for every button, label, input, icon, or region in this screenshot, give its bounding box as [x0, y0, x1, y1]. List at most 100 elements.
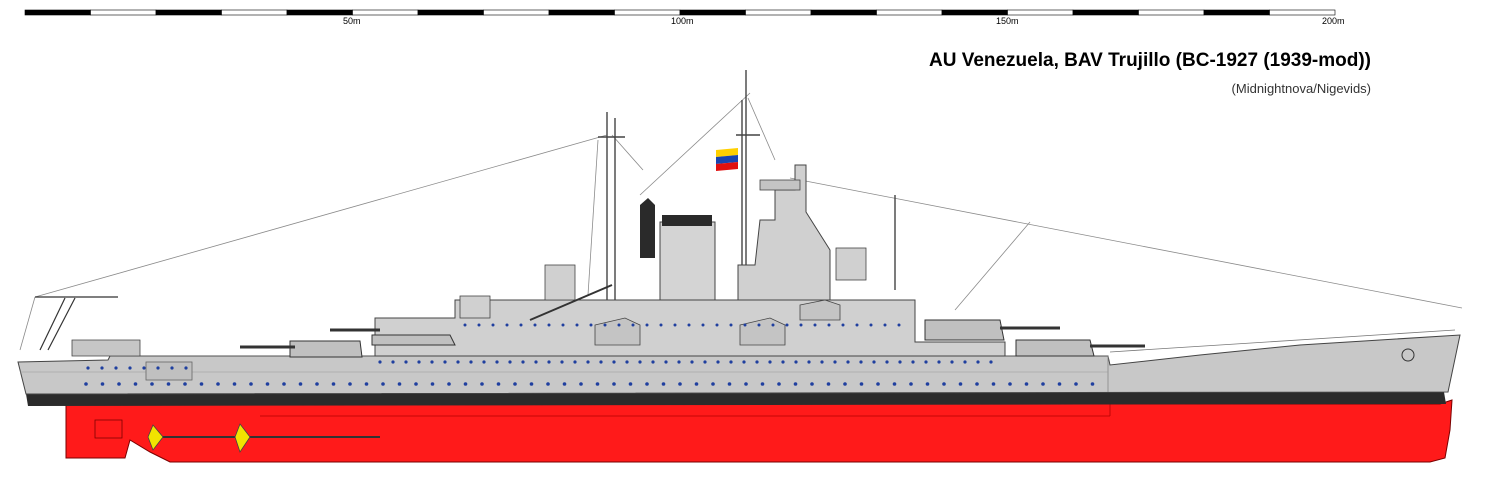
porthole [716, 360, 720, 364]
porthole [183, 382, 187, 386]
hawse-pipe [1401, 348, 1415, 362]
porthole [843, 382, 847, 386]
porthole [771, 323, 775, 327]
porthole [562, 382, 567, 386]
porthole [924, 360, 928, 364]
porthole [859, 382, 864, 386]
porthole [677, 360, 681, 364]
porthole [586, 360, 590, 364]
porthole [976, 360, 980, 364]
porthole [508, 360, 512, 364]
funnel [659, 221, 716, 301]
porthole [1008, 382, 1012, 386]
porthole [701, 323, 705, 327]
porthole [84, 382, 88, 386]
porthole [589, 323, 593, 327]
porthole [781, 360, 785, 364]
porthole [1024, 382, 1029, 386]
main-turret-forward-upper [924, 319, 1060, 341]
porthole [469, 360, 473, 364]
porthole [628, 382, 633, 386]
porthole [827, 323, 831, 327]
porthole [480, 382, 484, 386]
porthole [133, 382, 138, 386]
porthole [645, 323, 649, 327]
porthole [417, 360, 421, 364]
porthole [876, 382, 880, 386]
porthole [142, 366, 146, 370]
porthole [846, 360, 850, 364]
superstructure-base [374, 299, 1006, 357]
porthole [833, 360, 837, 364]
porthole [975, 382, 979, 386]
aircraft-catapult [529, 284, 613, 321]
porthole [855, 323, 859, 327]
porthole [561, 323, 565, 327]
porthole [958, 382, 963, 386]
porthole [573, 360, 577, 364]
porthole [595, 382, 600, 386]
masts [598, 70, 896, 300]
porthole [533, 323, 537, 327]
porthole [690, 360, 694, 364]
porthole [156, 366, 160, 370]
porthole [603, 323, 607, 327]
porthole [799, 323, 803, 327]
porthole [404, 360, 408, 364]
main-turret-aft-lower [240, 340, 363, 358]
porthole [760, 382, 765, 386]
porthole [560, 360, 564, 364]
scale-label-200m: 200m [1322, 16, 1345, 26]
porthole [687, 323, 691, 327]
porthole [199, 382, 204, 386]
porthole [898, 360, 902, 364]
porthole [807, 360, 811, 364]
porthole [331, 382, 336, 386]
porthole [661, 382, 666, 386]
porthole [430, 360, 434, 364]
porthole [892, 382, 897, 386]
porthole [100, 366, 104, 370]
porthole [534, 360, 538, 364]
antifouling-hull [65, 399, 1453, 463]
porthole [989, 360, 993, 364]
ship-title: AU Venezuela, BAV Trujillo (BC-1927 (193… [928, 50, 1371, 71]
porthole [794, 360, 798, 364]
scale-label-50m: 50m [343, 16, 361, 26]
porthole [673, 323, 677, 327]
porthole [505, 323, 509, 327]
porthole [743, 323, 747, 327]
porthole [950, 360, 954, 364]
fire-control-director [759, 179, 801, 191]
aft-director [544, 264, 576, 301]
porthole [315, 382, 319, 386]
rigging-lines [19, 92, 1463, 351]
porthole [651, 360, 655, 364]
porthole [885, 360, 889, 364]
scale-bar: 50m 100m 150m 200m [0, 0, 1493, 30]
scale-label-150m: 150m [996, 16, 1019, 26]
porthole [265, 382, 270, 386]
porthole [513, 382, 517, 386]
porthole [820, 360, 824, 364]
porthole [117, 382, 121, 386]
main-turret-forward-lower [1015, 339, 1145, 357]
porthole [100, 382, 105, 386]
porthole [872, 360, 876, 364]
porthole [216, 382, 220, 386]
porthole [729, 360, 733, 364]
porthole [456, 360, 460, 364]
exhaust-pipe [640, 198, 655, 258]
porthole [128, 366, 132, 370]
porthole [547, 323, 551, 327]
porthole [715, 323, 719, 327]
porthole [579, 382, 583, 386]
porthole [757, 323, 761, 327]
porthole [491, 323, 495, 327]
porthole [547, 360, 551, 364]
porthole [397, 382, 402, 386]
porthole [447, 382, 451, 386]
porthole [638, 360, 642, 364]
porthole [793, 382, 798, 386]
